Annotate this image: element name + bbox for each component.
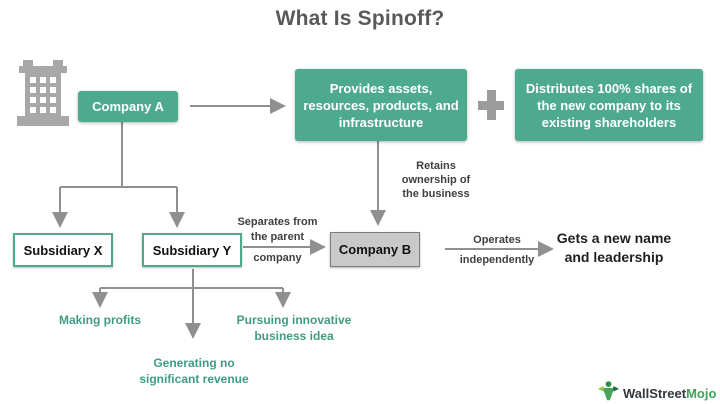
making-profits-label: Making profits	[58, 313, 141, 327]
retains-ownership-label: Retains ownership of the business	[388, 159, 484, 201]
gets-line-2: and leadership	[564, 249, 664, 265]
gets-line-1: Gets a new name	[556, 230, 672, 246]
retains-line-1: Retains	[416, 160, 456, 172]
logo-text-mojo: Mojo	[686, 386, 717, 401]
generating-no-revenue-label: Generating no significant revenue	[124, 355, 264, 387]
page-title: What Is Spinoff?	[275, 7, 445, 30]
company-b-box: Company B	[330, 232, 420, 267]
retains-line-3: the business	[402, 188, 470, 200]
separates-label-line-1: Separates from	[237, 216, 318, 228]
plus-icon	[478, 90, 504, 120]
generating-line-2: significant revenue	[139, 372, 249, 386]
retains-line-2: ownership of	[401, 174, 471, 186]
separates-label-line-3: company	[253, 252, 302, 264]
pursuing-innovative-label: Pursuing innovative business idea	[223, 312, 365, 344]
pursuing-line-2: business idea	[254, 329, 334, 343]
logo-text-wallstreet: WallStreet	[623, 386, 687, 401]
pursuing-line-1: Pursuing innovative	[236, 313, 352, 327]
separates-label-line-2: the parent	[250, 231, 305, 243]
subsidiary-y-box: Subsidiary Y	[142, 233, 242, 267]
operates-label-line-2: independently	[459, 254, 535, 266]
building-icon	[17, 60, 69, 131]
distributes-box: Distributes 100% shares of the new compa…	[515, 69, 703, 141]
operates-label-line-1: Operates	[473, 234, 521, 246]
wallstreetmojo-mascot-icon	[598, 380, 619, 404]
generating-line-1: Generating no	[153, 356, 235, 370]
company-a-box: Company A	[78, 91, 178, 122]
wallstreetmojo-logo: WallStreetMojo	[598, 380, 716, 404]
subsidiary-x-box: Subsidiary X	[13, 233, 113, 267]
provides-box: Provides assets, resources, products, an…	[295, 69, 467, 141]
gets-new-name-label: Gets a new name and leadership	[545, 229, 683, 267]
